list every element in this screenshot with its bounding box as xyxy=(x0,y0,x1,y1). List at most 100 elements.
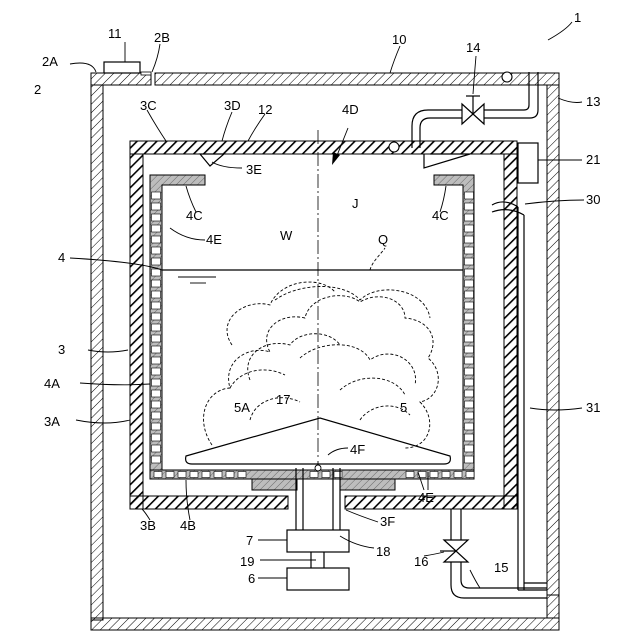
drum-hole xyxy=(152,434,161,441)
label-2B: 2B xyxy=(154,30,170,45)
drum-hole xyxy=(310,472,318,478)
drum-hole xyxy=(454,472,462,478)
drum-hole xyxy=(465,269,474,276)
label-17: 17 xyxy=(276,392,290,407)
drum-hole xyxy=(465,401,474,408)
label-14: 14 xyxy=(466,40,480,55)
drum-hole xyxy=(465,192,474,199)
drum-hole xyxy=(406,472,414,478)
label-15: 15 xyxy=(494,560,508,575)
drum-hole xyxy=(465,258,474,265)
drum-hole xyxy=(465,324,474,331)
drain xyxy=(440,509,547,598)
drum-hole xyxy=(152,192,161,199)
drum-hole xyxy=(465,434,474,441)
drum-hole xyxy=(152,412,161,419)
drum-hole xyxy=(152,368,161,375)
label-4D: 4D xyxy=(342,102,359,117)
drum-hole xyxy=(152,280,161,287)
drum-hole xyxy=(152,357,161,364)
label-11: 11 xyxy=(108,26,122,41)
drum-hole xyxy=(465,335,474,342)
label-3E: 3E xyxy=(246,162,262,177)
label-4C-right: 4C xyxy=(432,208,449,223)
label-19: 19 xyxy=(240,554,254,569)
drum-hole xyxy=(152,324,161,331)
label-4B: 4B xyxy=(180,518,196,533)
label-3: 3 xyxy=(58,342,65,357)
drum-hole xyxy=(465,247,474,254)
drum-hole xyxy=(214,472,222,478)
drum-hole xyxy=(442,472,450,478)
label-5A: 5A xyxy=(234,400,250,415)
drum-hole xyxy=(178,472,186,478)
drum-hole xyxy=(152,214,161,221)
drum-hole xyxy=(334,472,342,478)
lid xyxy=(104,62,140,73)
label-7: 7 xyxy=(246,533,253,548)
label-3D: 3D xyxy=(224,98,241,113)
label-4E-left: 4E xyxy=(206,232,222,247)
drum-hole xyxy=(465,423,474,430)
drum-hole xyxy=(465,379,474,386)
drum-hole xyxy=(202,472,210,478)
label-16: 16 xyxy=(414,554,428,569)
label-4C-left: 4C xyxy=(186,208,203,223)
label-31: 31 xyxy=(586,400,600,415)
drum-hole xyxy=(465,236,474,243)
drum-hole xyxy=(465,291,474,298)
drum-hole xyxy=(152,236,161,243)
label-3A: 3A xyxy=(44,414,60,429)
drum-hole xyxy=(152,225,161,232)
drum-hole xyxy=(152,313,161,320)
drum-hole xyxy=(166,472,174,478)
drum-hole xyxy=(465,225,474,232)
drum-hole xyxy=(322,472,330,478)
label-10: 10 xyxy=(392,32,406,47)
drum-hole xyxy=(152,379,161,386)
label-2: 2 xyxy=(34,82,41,97)
label-30: 30 xyxy=(586,192,600,207)
drum-hole xyxy=(465,214,474,221)
label-18: 18 xyxy=(376,544,390,559)
label-4F: 4F xyxy=(350,442,365,457)
drum-holes-bottom xyxy=(154,472,474,478)
drum-hole xyxy=(152,203,161,210)
label-3F: 3F xyxy=(380,514,395,529)
label-12: 12 xyxy=(258,102,272,117)
label-3C: 3C xyxy=(140,98,157,113)
label-2A: 2A xyxy=(42,54,58,69)
label-13: 13 xyxy=(586,94,600,109)
drum-hole xyxy=(465,357,474,364)
label-W: W xyxy=(280,228,293,243)
drum-hole xyxy=(465,346,474,353)
label-3B: 3B xyxy=(140,518,156,533)
drum-hole xyxy=(465,445,474,452)
drum-hole xyxy=(190,472,198,478)
drum-hole xyxy=(152,302,161,309)
drum-hole xyxy=(152,269,161,276)
drum-hole xyxy=(465,390,474,397)
label-4A: 4A xyxy=(44,376,60,391)
outer-tub xyxy=(130,141,517,509)
drum-hole xyxy=(465,203,474,210)
drum-hole xyxy=(152,445,161,452)
label-Q: Q xyxy=(378,232,388,247)
drum-hole xyxy=(430,472,438,478)
drum-hole xyxy=(152,401,161,408)
drum-hole xyxy=(152,456,161,463)
drum-hole xyxy=(152,346,161,353)
drum-hole xyxy=(152,247,161,254)
drum-hole xyxy=(152,390,161,397)
label-21: 21 xyxy=(586,152,600,167)
label-4E-right: 4E xyxy=(418,490,434,505)
label-1: 1 xyxy=(574,10,581,25)
drum-hole xyxy=(465,313,474,320)
drum-hole xyxy=(238,472,246,478)
drum-hole xyxy=(152,258,161,265)
label-4: 4 xyxy=(58,250,65,265)
drum-hole xyxy=(466,472,474,478)
label-6: 6 xyxy=(248,571,255,586)
controller xyxy=(518,143,538,183)
